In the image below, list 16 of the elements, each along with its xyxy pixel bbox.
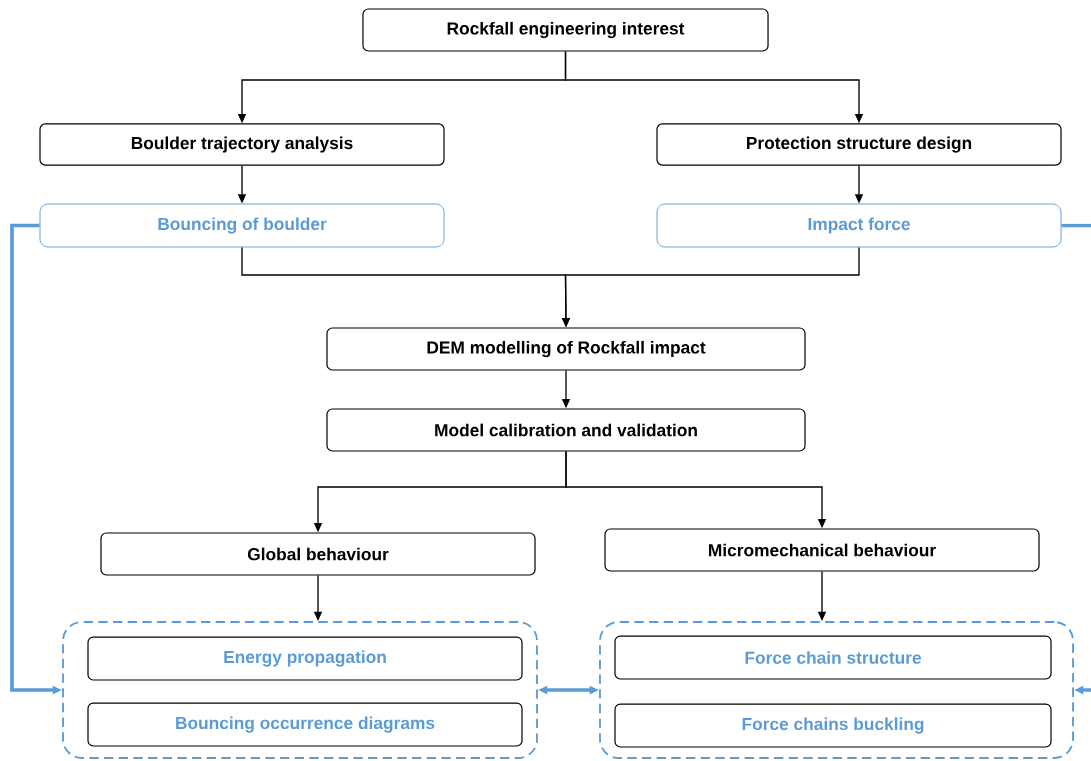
result-box: Energy propagation	[87, 636, 523, 681]
process-box: Boulder trajectory analysis	[39, 123, 445, 166]
process-box: Model calibration and validation	[326, 408, 806, 452]
process-box: DEM modelling of Rockfall impact	[326, 327, 806, 371]
process-box: Protection structure design	[656, 123, 1062, 166]
dashed-group	[599, 621, 1074, 759]
arrow	[1061, 223, 1091, 695]
result-box: Force chains buckling	[614, 703, 1052, 748]
process-box: Micromechanical behaviour	[604, 528, 1040, 572]
result-box: Bouncing occurrence diagrams	[87, 702, 523, 747]
result-box: Impact force	[656, 203, 1062, 248]
result-box: Bouncing of boulder	[39, 203, 445, 248]
process-box: Global behaviour	[100, 532, 536, 576]
result-box: Force chain structure	[614, 635, 1052, 680]
dashed-group	[62, 621, 538, 759]
process-box: Rockfall engineering interest	[362, 8, 769, 52]
